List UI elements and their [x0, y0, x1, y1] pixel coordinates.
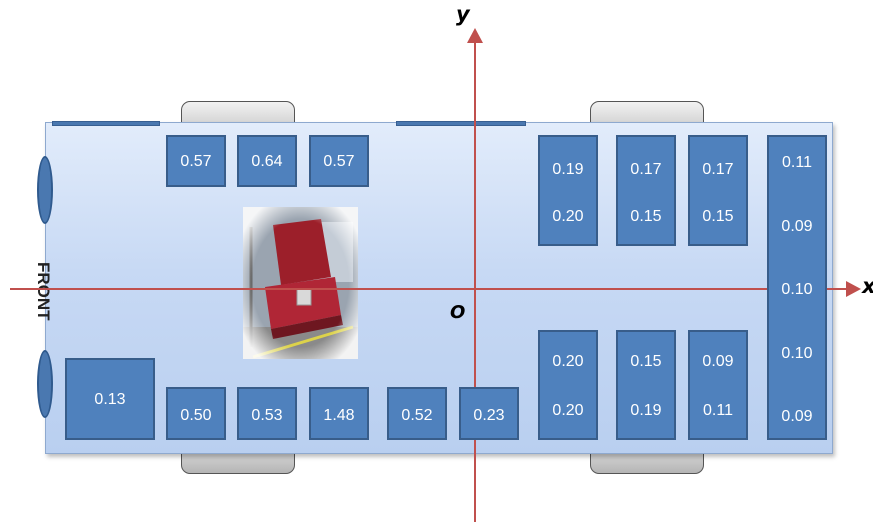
seat-back-bench: 0.11 0.09 0.10 0.10 0.09 — [767, 135, 827, 440]
seat-bottom-1: 0.50 — [166, 387, 226, 440]
front-label: FRONT — [34, 262, 53, 321]
seat-top-right-c: 0.17 0.15 — [688, 135, 748, 246]
x-axis-arrow-icon — [846, 281, 861, 297]
red-seat-photo-icon — [243, 207, 358, 359]
seat-bottom-5: 0.23 — [459, 387, 519, 440]
x-axis-label: x — [862, 274, 873, 298]
x-axis-line — [10, 288, 848, 290]
seat-bottom-right-a: 0.20 0.20 — [538, 330, 598, 440]
seat-top-right-b: 0.17 0.15 — [616, 135, 676, 246]
seat-top-2: 0.64 — [237, 135, 297, 187]
y-axis-line — [474, 40, 476, 522]
y-axis-label: y — [456, 2, 470, 26]
seat-front-left: 0.13 — [65, 358, 155, 440]
seat-bottom-right-b: 0.15 0.19 — [616, 330, 676, 440]
seat-photo — [243, 207, 358, 359]
seat-top-1: 0.57 — [166, 135, 226, 187]
headlight-top — [37, 156, 53, 224]
door-middle — [396, 121, 526, 126]
y-axis-arrow-icon — [467, 28, 483, 43]
door-front — [52, 121, 160, 126]
seat-bottom-2: 0.53 — [237, 387, 297, 440]
seat-top-right-a: 0.19 0.20 — [538, 135, 598, 246]
seat-bottom-right-c: 0.09 0.11 — [688, 330, 748, 440]
headlight-bottom — [37, 350, 53, 418]
seat-bottom-4: 0.52 — [387, 387, 447, 440]
origin-label: O — [450, 302, 466, 323]
seat-top-3: 0.57 — [309, 135, 369, 187]
seat-bottom-3: 1.48 — [309, 387, 369, 440]
